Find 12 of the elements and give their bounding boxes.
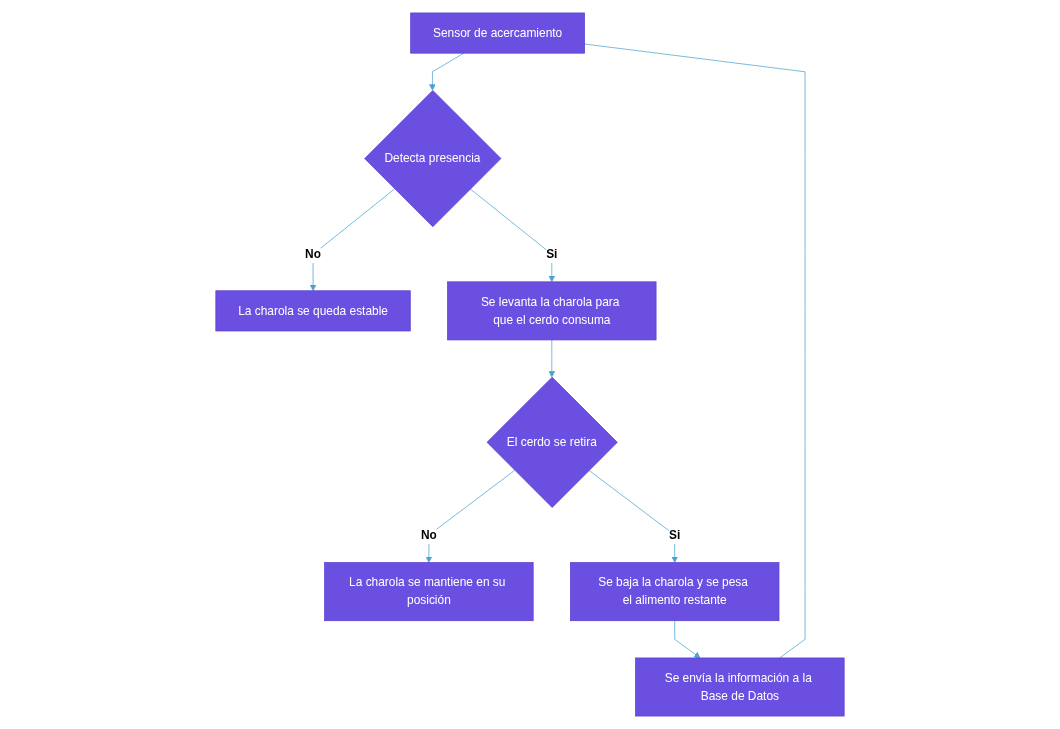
edge-label: No bbox=[420, 528, 437, 541]
node-diamond: El cerdo se retira bbox=[486, 376, 618, 508]
edge-label: Si bbox=[546, 247, 558, 261]
node-box: Sensor de acercamiento bbox=[410, 12, 585, 54]
node-box: Se envía la información a la Base de Datos bbox=[635, 657, 845, 717]
node-box: La charola se queda estable bbox=[215, 290, 411, 332]
node-box: Se levanta la charola para que el cerdo consuma bbox=[447, 281, 657, 341]
edge-label: Si bbox=[669, 528, 681, 541]
node-box: Se baja la charola y se pesa el alimento restante bbox=[570, 562, 780, 622]
node-diamond: Detecta presencia bbox=[364, 90, 502, 228]
edge-label: No bbox=[305, 247, 321, 261]
node-box: La charola se mantiene en su posición bbox=[324, 562, 534, 622]
